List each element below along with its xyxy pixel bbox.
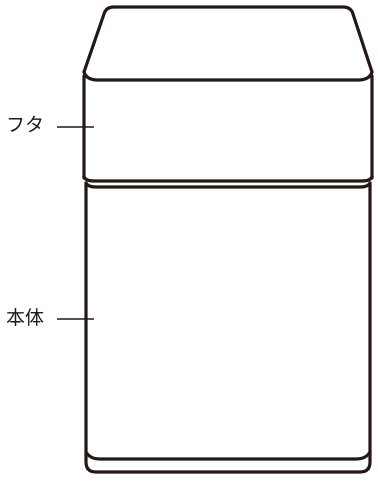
label-body: 本体	[6, 307, 45, 329]
label-lid: フタ	[6, 114, 45, 136]
body-outline	[84, 181, 372, 474]
lid-shoulder-edge	[82, 70, 374, 82]
body-base-rim	[84, 450, 372, 461]
lid-body-seam-upper	[82, 175, 374, 183]
lid-top-outline	[82, 5, 374, 74]
lid-body-seam-lower	[84, 181, 372, 189]
